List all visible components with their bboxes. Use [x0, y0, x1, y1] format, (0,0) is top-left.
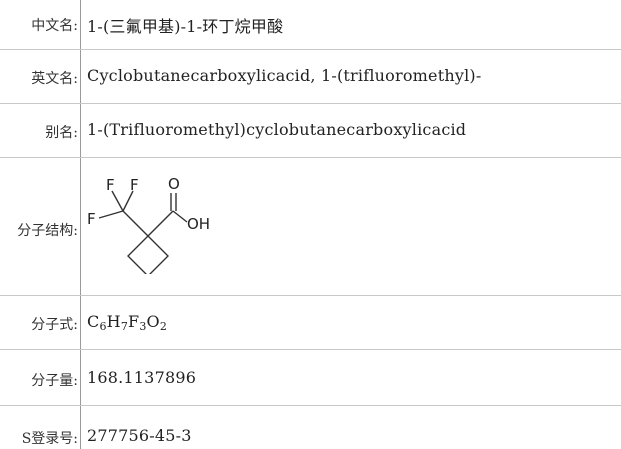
chinese-name-value: 1-(三氟甲基)-1-环丁烷甲酸 — [87, 17, 284, 36]
formula-element: H — [106, 312, 121, 331]
cas-value: 277756-45-3 — [87, 426, 192, 445]
formula-element: F — [128, 312, 140, 331]
molecule-bonds — [98, 190, 188, 274]
row-chinese-name: 中文名: 1-(三氟甲基)-1-环丁烷甲酸 — [0, 0, 621, 50]
row-divider — [0, 295, 621, 296]
bond-c-f1 — [111, 190, 124, 212]
bond-c-f3 — [98, 210, 124, 219]
mol-weight-label: 分子量: — [31, 373, 78, 389]
bond-cf3 — [122, 210, 149, 237]
atom-f1: F — [106, 176, 115, 194]
row-divider — [0, 103, 621, 104]
row-mol-weight: 分子量: 168.1137896 — [0, 350, 621, 406]
structure-diagram: F F F O OH — [87, 175, 210, 274]
formula-count: 7 — [120, 320, 129, 331]
atom-f2: F — [130, 176, 139, 194]
alias-label: 别名: — [45, 125, 78, 141]
alias-value: 1-(Trifluoromethyl)cyclobutanecarboxylic… — [87, 120, 467, 139]
atom-o: O — [168, 175, 180, 193]
bond-c-oh — [172, 210, 188, 223]
mol-weight-value: 168.1137896 — [87, 368, 197, 387]
formula-value: C6H7F3O2 — [87, 312, 619, 331]
row-divider — [0, 49, 621, 50]
row-divider — [0, 157, 621, 158]
formula-label: 分子式: — [31, 317, 78, 333]
row-alias: 别名: 1-(Trifluoromethyl)cyclobutanecarbox… — [0, 104, 621, 158]
formula-element: O — [146, 312, 160, 331]
row-cas: S登录号: 277756-45-3 — [0, 406, 621, 449]
row-english-name: 英文名: Cyclobutanecarboxylicacid, 1-(trifl… — [0, 50, 621, 104]
column-divider — [80, 0, 81, 449]
formula-element: C — [87, 312, 100, 331]
cas-label: S登录号: — [21, 431, 78, 447]
cyclobutane-ring — [127, 235, 169, 274]
english-name-label: 英文名: — [31, 71, 78, 87]
row-formula: 分子式: C6H7F3O2 — [0, 296, 621, 350]
atom-f3: F — [87, 210, 96, 228]
english-name-value: Cyclobutanecarboxylicacid, 1-(trifluorom… — [87, 66, 482, 85]
row-structure: 分子结构: — [0, 158, 621, 296]
structure-label: 分子结构: — [17, 223, 78, 239]
bond-c-cooh — [147, 210, 174, 237]
row-divider — [0, 405, 621, 406]
atom-oh: OH — [187, 215, 210, 233]
chinese-name-label: 中文名: — [31, 18, 78, 34]
row-divider — [0, 349, 621, 350]
formula-count: 6 — [99, 320, 107, 331]
formula-count: 2 — [159, 320, 168, 331]
bond-c-f2 — [122, 190, 134, 212]
formula-count: 3 — [139, 320, 147, 331]
